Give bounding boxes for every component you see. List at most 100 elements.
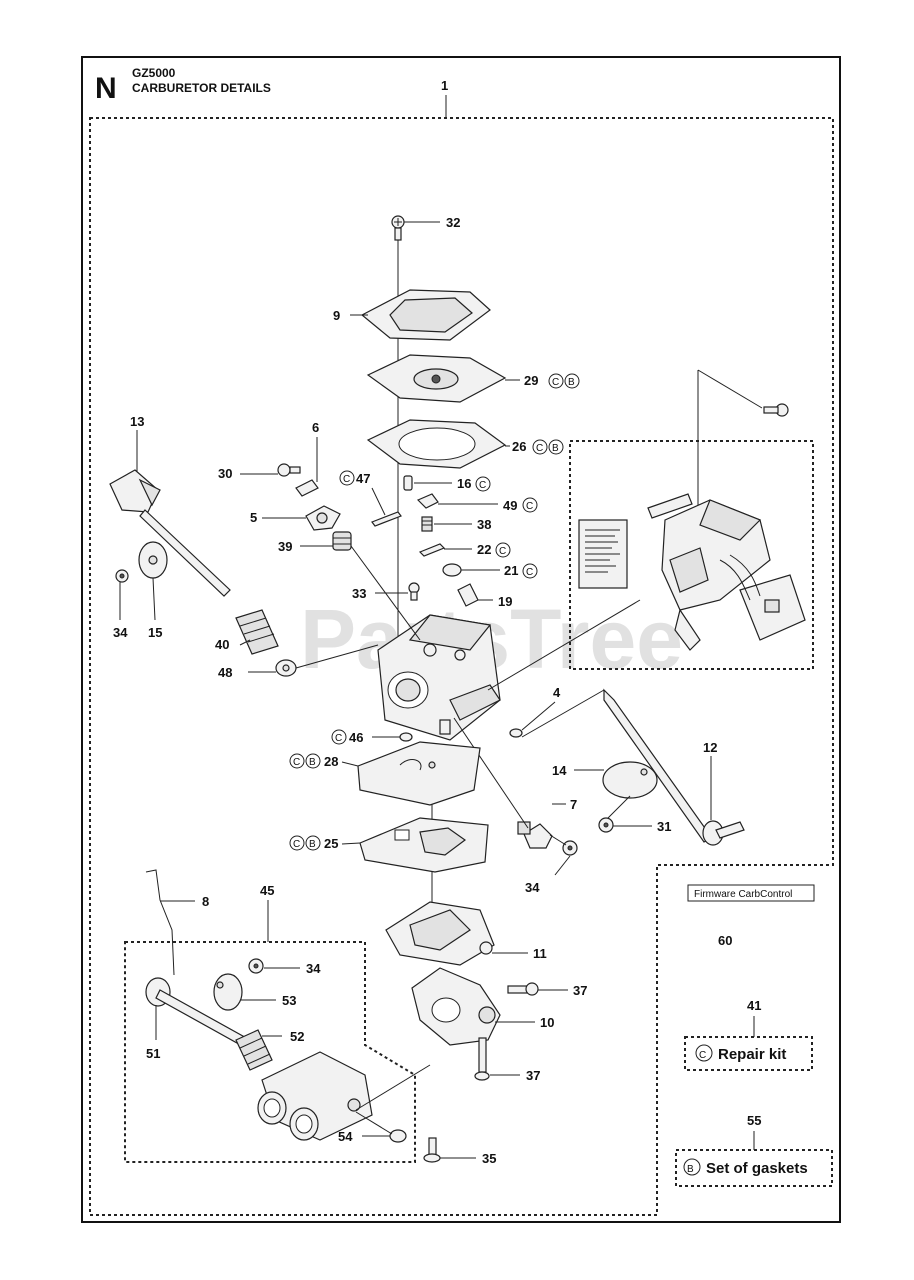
callout-16: 16 [457,476,471,491]
model-name: GZ5000 [132,66,176,80]
callout-48: 48 [218,665,232,680]
callout-52: 52 [290,1029,304,1044]
outer-frame [81,56,841,1223]
callout-11: 11 [533,946,547,961]
washer-6 [295,479,319,497]
callout-41: 41 [747,998,761,1013]
callout-15: 15 [148,625,162,640]
callout-39: 39 [278,539,292,554]
callout-51: 51 [146,1046,160,1061]
gasket-25 [359,817,489,873]
leader-screw-box [697,369,763,409]
callout-1: 1 [441,78,448,93]
plate-53 [213,973,243,1011]
screw-32 [391,215,405,241]
assembly-boundary [89,117,834,1216]
gasket-26 [366,419,507,469]
callout-28: 28 [324,754,338,769]
kit-symbol-26b: B [552,443,559,454]
shaft-51 [145,977,251,1049]
washer-48 [275,659,297,677]
plate-15 [138,541,168,579]
kit-symbol-28c: C [293,757,300,768]
screw-30 [277,463,301,477]
callout-19: 19 [498,594,512,609]
legend-set-of-gaskets: Set of gaskets [706,1160,808,1177]
callout-34-right: 34 [525,880,540,895]
kit-symbol-29c: C [552,377,559,388]
callout-5: 5 [250,510,257,525]
screw-33 [408,582,420,601]
carbcontrol-module [578,493,806,651]
clip-4 [509,728,523,738]
clip-54 [389,1129,407,1143]
screw-35 [423,1137,441,1163]
kit-symbol-26c: C [536,443,543,454]
kit-symbol-28b: B [309,757,316,768]
legend-repair-symbol: C [699,1050,706,1061]
kit-symbol-46c: C [335,733,342,744]
callout-37-lower: 37 [526,1068,540,1083]
kit-symbol-49c: C [526,501,533,512]
carbcontrol-box [569,440,814,670]
callout-14: 14 [552,763,567,778]
screw-34-right [562,840,578,856]
screw-31 [598,817,614,833]
callout-40: 40 [215,637,229,652]
callout-29: 29 [524,373,538,388]
callout-60: 60 [718,933,732,948]
screw-37-upper [507,982,539,996]
screw-34-left [115,569,129,583]
jet-46 [399,732,413,742]
kit-symbol-16c: C [479,480,486,491]
callout-31: 31 [657,819,671,834]
screw-carbcontrol [763,403,789,417]
callout-9: 9 [333,308,340,323]
kit-symbol-25b: B [309,839,316,850]
callout-30: 30 [218,466,232,481]
pump-body-11 [385,901,495,966]
pin-47 [371,511,402,527]
link-rod-8 [145,869,175,976]
callout-34-left: 34 [113,625,128,640]
spring-39 [332,531,352,551]
spring-38 [421,516,433,532]
callout-4: 4 [553,685,561,700]
subassembly-45-box [124,941,416,1163]
lever-5 [305,505,341,531]
callout-8: 8 [202,894,209,909]
callout-53: 53 [282,993,296,1008]
spring-52 [235,1029,273,1071]
callout-38: 38 [477,517,491,532]
choke-shaft-12 [603,688,745,846]
callout-25: 25 [324,836,338,851]
callout-22: 22 [477,542,491,557]
callout-12: 12 [703,740,717,755]
screw-37-lower [474,1037,490,1081]
screw-34-sub [248,958,264,974]
callout-55: 55 [747,1113,761,1128]
needle-16 [403,475,413,491]
pin-22 [418,543,446,557]
callout-45: 45 [260,883,274,898]
callout-37-upper: 37 [573,983,587,998]
diaphragm-29 [366,354,507,403]
diaphragm-28 [357,741,481,806]
section-letter: N [95,72,117,105]
callout-49: 49 [503,498,517,513]
throttle-housing-45 [257,1051,373,1141]
legend-gaskets-symbol: B [687,1164,694,1175]
callout-21: 21 [504,563,518,578]
firmware-label: Firmware CarbControl [694,889,792,900]
kit-symbol-47c: C [343,474,350,485]
plug-21 [442,563,462,577]
spring-40 [235,609,279,655]
callout-26: 26 [512,439,526,454]
lever-49 [416,493,439,509]
housing-10 [411,967,501,1046]
callout-54: 54 [338,1129,353,1144]
kit-symbol-22c: C [499,546,506,557]
callout-47: 47 [356,471,370,486]
gaskets-box [675,1149,833,1187]
